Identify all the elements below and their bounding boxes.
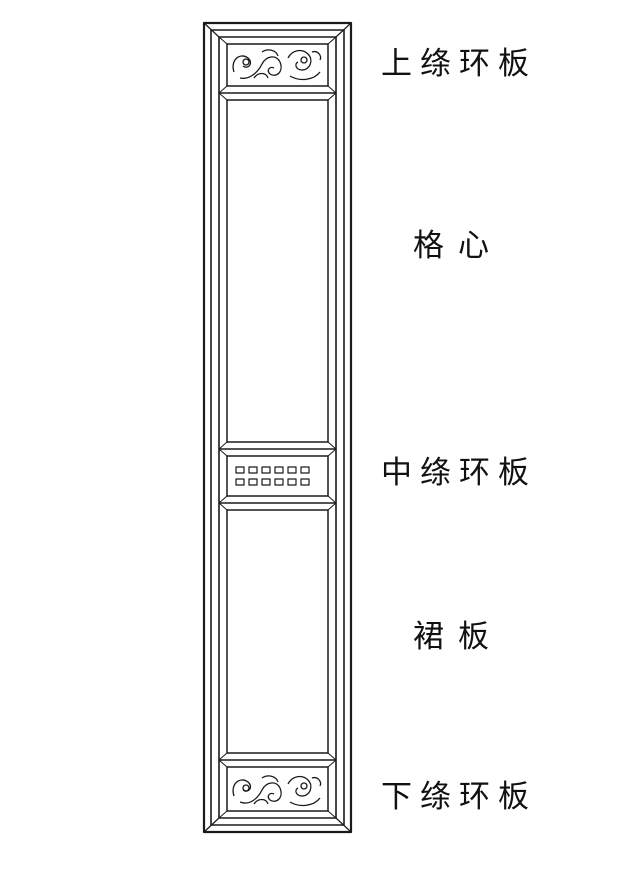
label-middle-huanban: 中绦环板 [381, 455, 537, 491]
door-stile-inner-line [218, 36, 337, 819]
label-bottom-huanban: 下绦环板 [381, 779, 537, 815]
middle-grid-openings [235, 466, 310, 486]
label-lattice-heart: 格心 [413, 228, 503, 264]
middle-huanban-panel [218, 448, 337, 504]
skirt-panel [218, 502, 337, 761]
door-outer-frame [202, 21, 353, 834]
label-skirt-panel: 裙板 [413, 619, 503, 655]
top-huanban-panel [218, 36, 337, 94]
label-top-huanban: 上绦环板 [381, 46, 537, 82]
lattice-heart-panel [218, 92, 337, 450]
bottom-huanban-panel [218, 759, 337, 819]
bottom-scroll-carving [232, 775, 322, 807]
top-scroll-carving [232, 49, 322, 81]
door-frame-inner-line [210, 29, 345, 826]
